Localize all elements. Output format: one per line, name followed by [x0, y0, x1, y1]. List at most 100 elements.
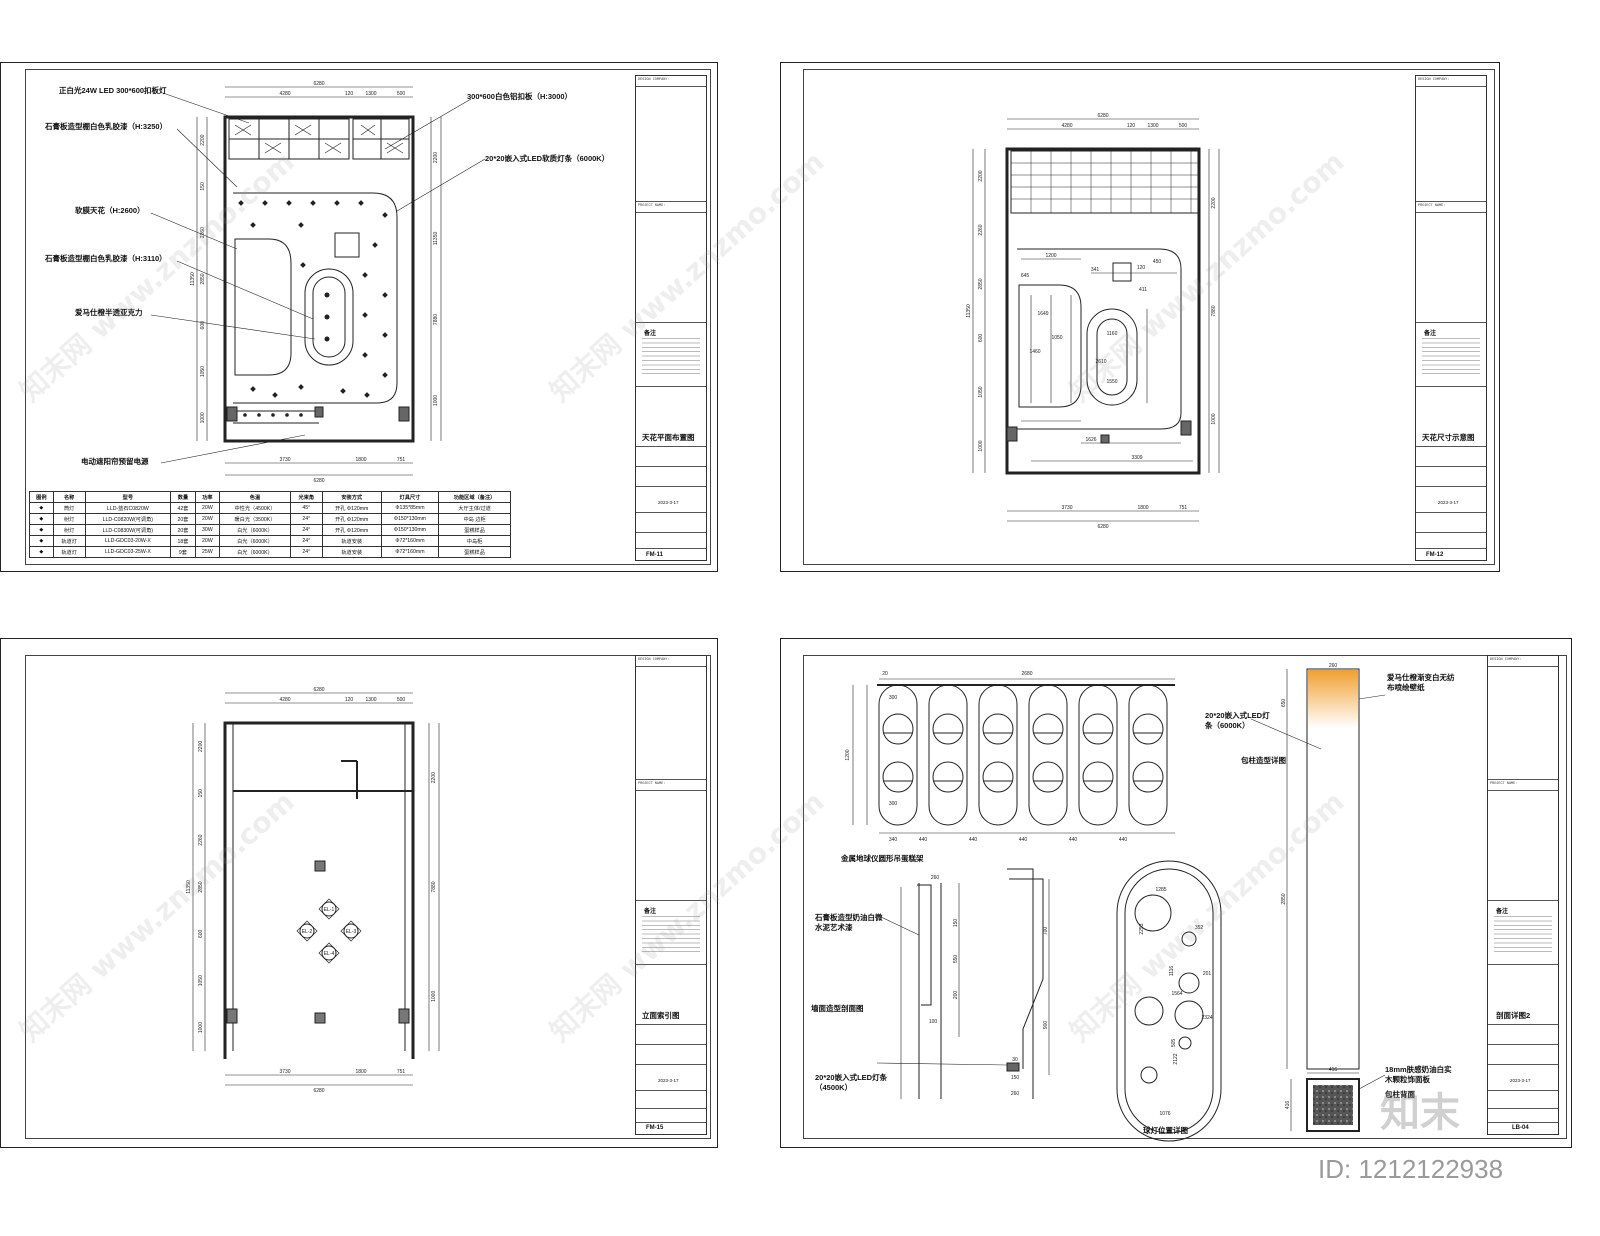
- drawing-code: FM-12: [1426, 552, 1444, 558]
- dimension-label: 1050: [198, 975, 204, 986]
- sheet-border: [25, 655, 711, 1139]
- table-cell: ◆: [29, 513, 54, 525]
- annotation-led-6000k: 20*20嵌入式LED灯条（6000K）: [1205, 711, 1270, 730]
- table-cell: 白光（6000K）: [218, 546, 291, 558]
- dimension-label: 751: [397, 1069, 406, 1075]
- table-header: 图例: [29, 491, 54, 503]
- dimension-label: 300: [889, 695, 898, 701]
- table-cell: 中岛 边柜: [438, 513, 511, 525]
- drawing-title: 立面索引图: [642, 1011, 680, 1020]
- dimension-label: 600: [198, 929, 204, 938]
- dimension-label: 11350: [433, 232, 439, 246]
- dimension-label: 1000: [431, 991, 437, 1002]
- table-cell: 轨道灯: [52, 546, 86, 558]
- table-cell: 白光（6000K）: [218, 524, 291, 536]
- dimension-label: 900: [1043, 1021, 1049, 1030]
- dimension-label: 700: [1043, 927, 1049, 936]
- table-cell: 24°: [289, 535, 323, 547]
- caption-column: 包柱造型详图: [1241, 756, 1286, 765]
- table-cell: 18套: [170, 535, 196, 547]
- dimension-label: 550: [953, 955, 959, 964]
- elevation-index-tag: EL-2: [302, 929, 313, 935]
- dimension-label: 7880: [431, 881, 437, 892]
- dimension-label: 751: [1179, 505, 1188, 511]
- dimension-label: 500: [397, 91, 406, 97]
- table-cell: 中岛柜: [438, 535, 511, 547]
- table-cell: 20套: [170, 524, 196, 536]
- table-header: 名称: [52, 491, 86, 503]
- annotation-gypsum-ceiling-3250: 石膏板造型棚白色乳胶漆（H:3250）: [45, 122, 168, 131]
- dimension-label: 120: [345, 91, 354, 97]
- table-cell: Φ135*85mm: [380, 502, 440, 514]
- dimension-label: 1000: [198, 1022, 204, 1033]
- table-cell: 42套: [170, 502, 196, 514]
- dimension-label: 6280: [313, 81, 324, 87]
- notes-label: 备注: [1496, 909, 1509, 915]
- annotation-soft-film: 软膜天花（H:2600）: [75, 206, 145, 215]
- caption-ball-detail: 球灯位置详图: [1143, 1126, 1188, 1135]
- dimension-label: 6280: [313, 687, 324, 693]
- dimension-label: 2260: [198, 834, 204, 845]
- dimension-label: 1800: [355, 457, 366, 463]
- rack-ring: [1132, 761, 1164, 793]
- table-cell: Φ72*160mm: [380, 546, 440, 558]
- annotation-orange-acrylic: 爱马仕橙半透亚克力: [75, 308, 143, 317]
- notes-label: 备注: [644, 909, 657, 915]
- notes-text-block: [642, 916, 700, 952]
- dimension-label: 2200: [200, 134, 206, 145]
- table-cell: 射灯: [52, 524, 86, 536]
- table-cell: 9套: [170, 546, 196, 558]
- table-cell: 25W: [194, 546, 220, 558]
- dimension-label: 416: [1285, 1101, 1291, 1110]
- rack-loop: [1078, 684, 1118, 826]
- dimension-label: 2324: [1201, 1015, 1212, 1021]
- table-cell: 24°: [289, 546, 323, 558]
- dimension-label: 440: [969, 837, 978, 843]
- dimension-label: 11350: [966, 304, 972, 318]
- ceiling-plan-drawing: 6280428012013005003730180075162802200150…: [150, 81, 486, 484]
- dimension-label: 1800: [355, 1069, 366, 1075]
- dimension-label: 2200: [198, 741, 204, 752]
- inner-dimension-label: 411: [1139, 287, 1147, 293]
- inner-dimension-label: 341: [1091, 267, 1100, 273]
- dimension-label: 1050: [200, 366, 206, 377]
- dimension-label: 440: [1119, 837, 1128, 843]
- table-header: 功能区域（备注）: [438, 491, 511, 503]
- annotation-gypsum-cement: 石膏板造型奶油白微水泥艺术漆: [815, 913, 883, 932]
- table-cell: 24°: [289, 524, 323, 536]
- elevation-index-tag: EL-3: [346, 929, 357, 935]
- inner-dimension-label: 1626: [1085, 437, 1096, 443]
- dimension-label: 120: [345, 697, 354, 703]
- notes-text-block: [1422, 338, 1480, 374]
- notes-label: 备注: [1424, 331, 1437, 337]
- dimension-label: 3730: [1061, 505, 1072, 511]
- inner-dimension-label: 3309: [1131, 455, 1142, 461]
- dimension-label: 1000: [200, 412, 206, 423]
- table-cell: LLD-GDC03-25W-X: [84, 546, 172, 558]
- dimension-label: 2122: [1173, 1053, 1179, 1064]
- column-orange-gradient: [1308, 670, 1358, 728]
- sheet-border: [25, 69, 711, 565]
- dimension-label: 340: [889, 837, 898, 843]
- dimension-label: 150: [1011, 1075, 1020, 1081]
- table-cell: Φ150*130mm: [380, 513, 440, 525]
- rack-ring: [982, 761, 1014, 793]
- dimension-label: 1285: [1155, 887, 1166, 893]
- title-block: DESIGN COMPANY: PROJECT NAME: 备注 天花尺寸示意图…: [1415, 75, 1487, 561]
- rack-ring: [932, 761, 964, 793]
- dimension-label: 1300: [365, 697, 376, 703]
- dimension-label: 2200: [1211, 197, 1217, 208]
- inner-dimension-label: 1050: [1051, 335, 1062, 341]
- dimension-label: 260: [931, 875, 940, 881]
- dimension-label: 100: [929, 1019, 938, 1025]
- table-cell: LLD-GDC03-20W-X: [84, 535, 172, 547]
- table-cell: 蛋糕样品: [438, 546, 511, 558]
- sheet-border: [803, 69, 1495, 565]
- dimension-label: 1000: [433, 395, 439, 406]
- dimension-label: 751: [397, 457, 406, 463]
- rack-ring: [1032, 761, 1064, 793]
